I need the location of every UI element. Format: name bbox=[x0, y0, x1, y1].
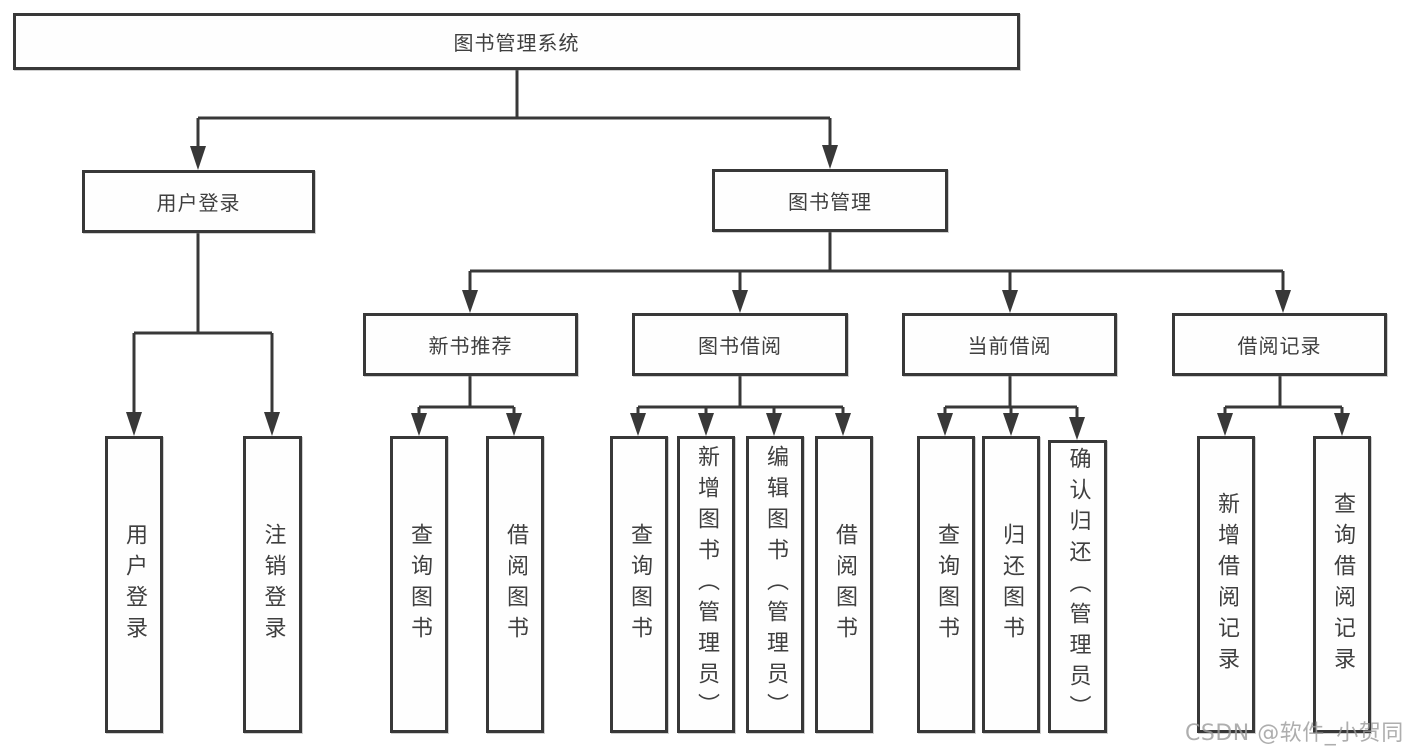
connector-new-book-to-leaves bbox=[417, 376, 516, 418]
connector-borrow-to-leaves bbox=[636, 376, 845, 418]
node-leaf-query-borrow-record: 查询借阅记录 bbox=[1313, 436, 1371, 733]
node-leaf-edit-book-admin: 编辑图书（管理员） bbox=[746, 436, 804, 733]
connector-root-to-branches bbox=[196, 69, 832, 150]
node-section-current-borrow: 当前借阅 bbox=[902, 313, 1117, 376]
node-leaf-user-login: 用户登录 bbox=[105, 436, 163, 733]
node-leaf-query-books-2: 查询图书 bbox=[610, 436, 668, 733]
node-leaf-borrow-books-1: 借阅图书 bbox=[486, 436, 544, 733]
node-leaf-query-books-3: 查询图书 bbox=[917, 436, 975, 733]
node-branch-user-login: 用户登录 bbox=[82, 170, 315, 233]
arrowheads bbox=[126, 145, 1350, 440]
node-leaf-add-borrow-record: 新增借阅记录 bbox=[1197, 436, 1255, 733]
node-leaf-add-book-admin: 新增图书（管理员） bbox=[677, 436, 735, 733]
node-leaf-confirm-return-admin: 确认归还（管理员） bbox=[1048, 440, 1107, 733]
node-root-system: 图书管理系统 bbox=[13, 13, 1020, 70]
node-branch-book-management: 图书管理 bbox=[712, 169, 948, 232]
connector-book-mgmt-to-sections bbox=[468, 232, 1285, 295]
node-leaf-return-book: 归还图书 bbox=[982, 436, 1040, 733]
node-section-new-book-recommend: 新书推荐 bbox=[363, 313, 578, 376]
node-section-borrow-records: 借阅记录 bbox=[1172, 313, 1387, 376]
connector-current-to-leaves bbox=[943, 376, 1079, 420]
connector-user-login-to-leaves bbox=[132, 233, 274, 416]
watermark-text: CSDN @软件_小贺同学 bbox=[1185, 721, 1405, 746]
node-leaf-query-books-1: 查询图书 bbox=[390, 436, 448, 733]
node-leaf-borrow-books-2: 借阅图书 bbox=[815, 436, 873, 733]
node-section-book-borrow: 图书借阅 bbox=[632, 313, 848, 376]
node-leaf-logout: 注销登录 bbox=[243, 436, 302, 733]
connector-records-to-leaves bbox=[1223, 376, 1344, 418]
